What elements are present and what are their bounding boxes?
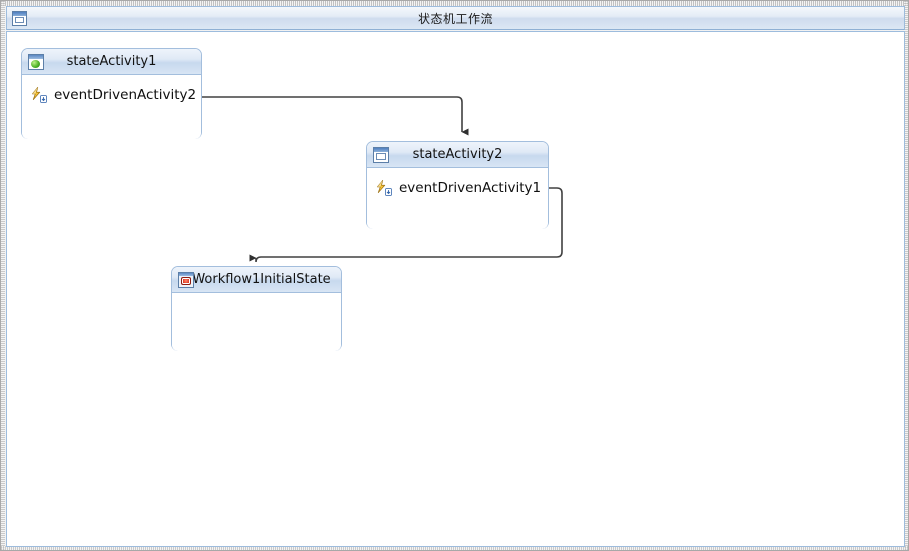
- window-frame-top-edge: [1, 1, 908, 6]
- state-green-globe-icon: [28, 53, 44, 70]
- activity-eventdrivenactivity2[interactable]: eventDrivenActivity2: [30, 84, 196, 106]
- state-title: stateActivity2: [412, 147, 503, 162]
- window-frame-bottom-edge: [1, 546, 908, 550]
- event-driven-icon: [30, 86, 48, 104]
- title-bar: 状态机工作流: [6, 6, 905, 30]
- connector-path: [195, 96, 469, 136]
- workflow-design-canvas[interactable]: stateActivity1 eventDrivenActivit: [6, 31, 905, 547]
- state-box-stateactivity1[interactable]: stateActivity1 eventDrivenActivit: [21, 48, 202, 139]
- window-frame-right-edge: [904, 1, 908, 550]
- connector-path: [249, 187, 563, 263]
- event-driven-icon: [375, 179, 393, 197]
- state-header[interactable]: Workflow1InitialState: [172, 267, 341, 293]
- state-header[interactable]: stateActivity1: [22, 49, 201, 75]
- activity-eventdrivenactivity1[interactable]: eventDrivenActivity1: [375, 177, 541, 199]
- window-title: 状态机工作流: [417, 11, 493, 26]
- initial-state-icon: [178, 271, 194, 288]
- state-header[interactable]: stateActivity2: [367, 142, 548, 168]
- state-body[interactable]: eventDrivenActivity1: [367, 168, 548, 229]
- window-frame-left-edge: [1, 1, 5, 550]
- state-body[interactable]: [172, 293, 341, 351]
- state-body[interactable]: eventDrivenActivity2: [22, 75, 201, 139]
- activity-label: eventDrivenActivity1: [399, 180, 542, 196]
- state-box-stateactivity2[interactable]: stateActivity2 eventDrivenActivit: [366, 141, 549, 229]
- activity-label: eventDrivenActivity2: [54, 87, 197, 103]
- window-icon: [12, 10, 27, 26]
- state-title: Workflow1InitialState: [192, 272, 331, 287]
- connector-eventdrivenactivity2-to-stateactivity2[interactable]: [191, 93, 469, 136]
- state-window-icon: [373, 146, 389, 163]
- state-title: stateActivity1: [66, 54, 157, 69]
- state-box-workflow1initialstate[interactable]: Workflow1InitialState: [171, 266, 342, 351]
